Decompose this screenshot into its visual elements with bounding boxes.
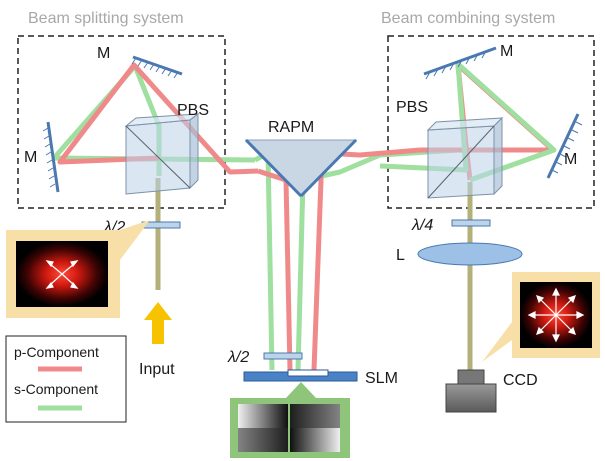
quarter-wave-plate xyxy=(451,219,491,227)
label-input: Input xyxy=(139,361,175,378)
mirror-split-top xyxy=(131,55,183,79)
slm-active-area xyxy=(287,369,329,377)
pbs-comb-cube xyxy=(426,116,504,199)
radial-polarization-icon xyxy=(527,287,585,343)
mirror-comb-top xyxy=(423,46,497,80)
legend-p-component: p-Component xyxy=(14,344,99,360)
label-half-wave-slm: λ/2 xyxy=(227,349,249,366)
phase-mask-icon xyxy=(238,404,340,452)
s-beam-to-slm xyxy=(253,150,275,371)
label-rapm: RAPM xyxy=(268,119,314,136)
output-pattern-callout xyxy=(482,272,600,362)
input-pattern-callout xyxy=(6,220,150,318)
label-pbs-comb: PBS xyxy=(396,99,428,116)
mirror-split-left xyxy=(42,121,60,193)
slm-pattern-callout xyxy=(230,382,350,458)
ccd-camera xyxy=(445,369,497,413)
mirror-comb-right xyxy=(546,113,583,179)
beam-combining-title: Beam combining system xyxy=(381,10,555,27)
half-wave-plate-slm xyxy=(263,352,303,360)
pbs-split-cube xyxy=(124,113,200,195)
label-lens: L xyxy=(396,247,405,264)
beam-paths xyxy=(51,61,557,372)
label-slm: SLM xyxy=(365,370,398,387)
label-m-split-top: M xyxy=(97,45,110,62)
label-pbs-split: PBS xyxy=(177,102,209,119)
legend-s-component: s-Component xyxy=(14,381,98,397)
label-m-comb-right: M xyxy=(564,151,577,168)
p-beam-to-slm xyxy=(257,168,293,371)
label-ccd: CCD xyxy=(503,372,538,389)
beam-splitting-title: Beam splitting system xyxy=(28,10,184,27)
p-beam-split-loop xyxy=(57,62,259,175)
radial-polarization-icon xyxy=(45,260,79,289)
label-quarter-wave: λ/4 xyxy=(411,217,433,234)
beam-combining-frame xyxy=(387,35,595,209)
label-m-comb-top: M xyxy=(500,43,513,60)
rapm-prism xyxy=(244,138,358,198)
beam-splitting-frame xyxy=(17,35,226,209)
label-m-split-left: M xyxy=(24,149,37,166)
lens xyxy=(417,242,523,266)
arrow-up-icon xyxy=(144,302,172,344)
